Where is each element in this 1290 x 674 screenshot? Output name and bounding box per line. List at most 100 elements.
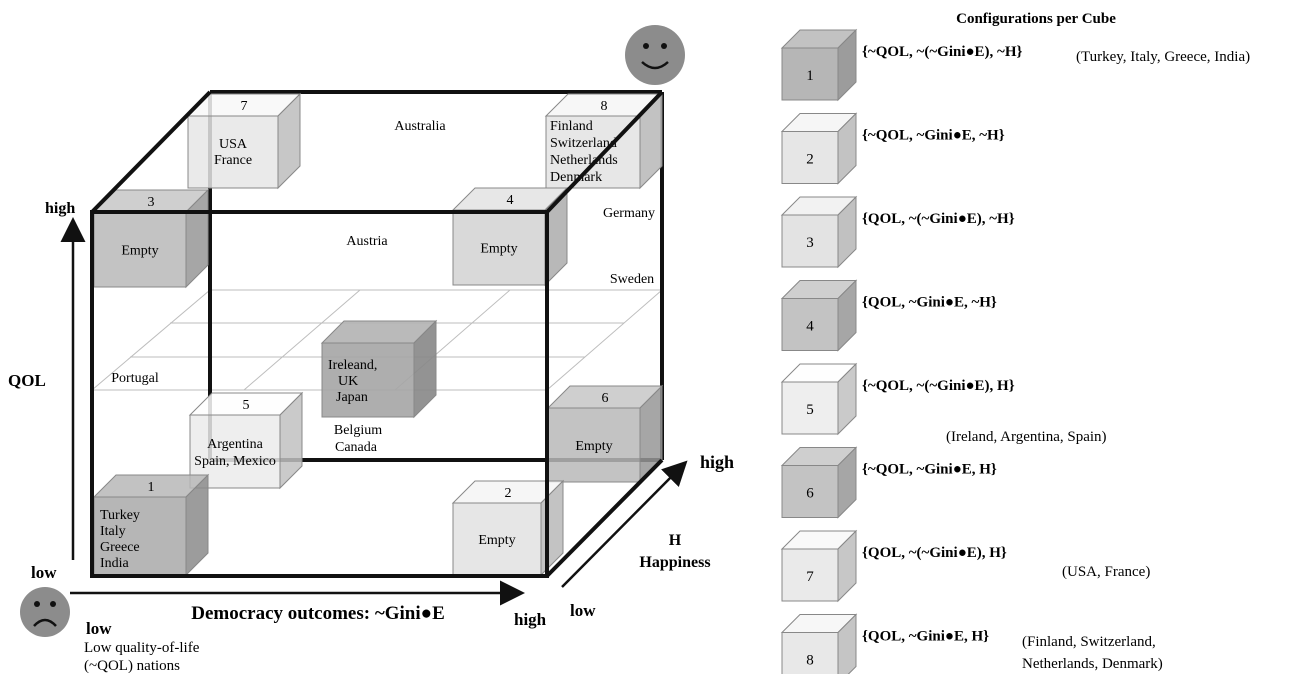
cube-text-line: Empty bbox=[478, 533, 515, 548]
label-germany: Germany bbox=[603, 206, 655, 221]
cube-text-line: India bbox=[100, 556, 130, 571]
legend-cube-number: 1 bbox=[806, 68, 814, 84]
cube-number: 3 bbox=[148, 195, 155, 210]
cube-number: 6 bbox=[602, 391, 609, 406]
legend-list: 1{~QOL, ~(~Gini●E), ~H}2{~QOL, ~Gini●E, … bbox=[780, 28, 1250, 674]
legend-item-1: 1 {~QOL, ~(~Gini●E), ~H} bbox=[780, 28, 1023, 102]
cube-front-face bbox=[781, 47, 839, 101]
legend-cube-number: 2 bbox=[806, 152, 814, 168]
cube-front-face bbox=[781, 632, 839, 674]
cube-front-face bbox=[781, 381, 839, 435]
cube-text-line: Empty bbox=[480, 242, 517, 257]
cube-front-face bbox=[189, 414, 281, 489]
y-axis-label: QOL bbox=[8, 371, 46, 390]
y-axis-high: high bbox=[45, 200, 75, 217]
legend-item-7: 7{QOL, ~(~Gini●E), H} bbox=[780, 529, 1007, 603]
cube-front-face bbox=[781, 214, 839, 268]
cube-text-line: France bbox=[214, 153, 252, 168]
corner-note-line2: (~QOL) nations bbox=[84, 658, 180, 674]
legend-formula: {~QOL, ~Gini●E, H} bbox=[862, 462, 997, 478]
cube-front-face bbox=[545, 115, 641, 189]
cube-text-line: Empty bbox=[121, 244, 158, 259]
legend-cube-number: 3 bbox=[806, 235, 814, 251]
cube-number: 5 bbox=[243, 398, 250, 413]
y-axis-low: low bbox=[31, 563, 57, 582]
corner-note-line1: Low quality-of-life bbox=[84, 640, 200, 656]
cube-front-face bbox=[321, 342, 415, 418]
legend-cube-number: 4 bbox=[806, 319, 814, 335]
legend-title: Configurations per Cube bbox=[956, 11, 1116, 27]
z-axis-high: high bbox=[700, 452, 734, 472]
cube-text-line: Spain, Mexico bbox=[194, 454, 276, 469]
label-australia: Australia bbox=[394, 119, 446, 134]
legend-cube-number: 8 bbox=[806, 653, 814, 669]
legend-countries: (Turkey, Italy, Greece, India) bbox=[1076, 49, 1250, 65]
cube-text-line: Argentina bbox=[207, 437, 264, 452]
legend-item-4: 4 {QOL, ~Gini●E, ~H} bbox=[780, 279, 997, 352]
x-axis-label: Democracy outcomes: ~Gini●E bbox=[191, 603, 445, 624]
cube-text-line: Switzerland bbox=[550, 136, 617, 151]
cube-text-line: Ireleand, bbox=[328, 358, 377, 373]
legend-formula: {QOL, ~(~Gini●E), ~H} bbox=[862, 211, 1015, 227]
legend-item-6: 6 {~QOL, ~Gini●E, H} bbox=[780, 446, 997, 519]
legend-item-8: 8 {QOL, ~Gini●E, H} bbox=[780, 613, 989, 674]
legend-cube-number: 6 bbox=[806, 486, 814, 502]
cube-front-face bbox=[187, 115, 279, 189]
legend-formula: {QOL, ~Gini●E, ~H} bbox=[862, 295, 997, 311]
legend-item-2: 2{~QOL, ~Gini●E, ~H} bbox=[780, 112, 1005, 185]
cube-text-line: Italy bbox=[100, 524, 126, 539]
cube-front-face bbox=[781, 131, 839, 184]
label-portugal: Portugal bbox=[111, 371, 159, 386]
cube-number: 2 bbox=[505, 486, 512, 501]
legend-formula: {QOL, ~Gini●E, H} bbox=[862, 629, 989, 645]
label-austria: Austria bbox=[346, 234, 388, 249]
legend-item-3: 3 {QOL, ~(~Gini●E), ~H} bbox=[780, 195, 1015, 269]
legend-formula: {~QOL, ~(~Gini●E), H} bbox=[862, 378, 1015, 394]
z-axis-low: low bbox=[570, 601, 596, 620]
cube-number: 4 bbox=[507, 193, 514, 208]
cube-text-line: Japan bbox=[336, 390, 368, 405]
cube-text-line: UK bbox=[338, 374, 358, 389]
cube-front-face bbox=[781, 465, 839, 518]
x-axis-low: low bbox=[86, 619, 112, 638]
cube-text-line: USA bbox=[219, 137, 248, 152]
legend-cube-number: 5 bbox=[806, 402, 814, 418]
cube-text-line: Netherlands bbox=[550, 153, 618, 168]
x-axis-high: high bbox=[514, 610, 547, 629]
cube-front-face bbox=[781, 548, 839, 602]
cube-front-face bbox=[452, 502, 542, 576]
cube-text-line: Turkey bbox=[100, 508, 140, 523]
cube-text-line: Greece bbox=[100, 540, 140, 555]
legend-countries: (Ireland, Argentina, Spain) bbox=[946, 429, 1107, 445]
z-axis-arrow bbox=[561, 460, 688, 588]
label-belgium: Belgium bbox=[334, 423, 382, 438]
cube-number: 1 bbox=[148, 480, 155, 495]
label-sweden: Sweden bbox=[610, 272, 654, 287]
cube-front-face bbox=[781, 298, 839, 351]
cube-text-line: Empty bbox=[575, 439, 612, 454]
axis-lines bbox=[60, 217, 688, 606]
cube-text-line: Finland bbox=[550, 119, 593, 134]
sad-face-icon bbox=[20, 587, 70, 637]
legend-countries: (USA, France) bbox=[1062, 564, 1150, 580]
cube-front-face bbox=[547, 407, 641, 483]
label-canada: Canada bbox=[335, 440, 378, 455]
legend-countries: (Finland, Switzerland, bbox=[1022, 634, 1156, 650]
z-axis-label: H bbox=[669, 532, 682, 549]
legend-formula: {QOL, ~(~Gini●E), H} bbox=[862, 545, 1007, 561]
legend-item-5: 5 {~QOL, ~(~Gini●E), H} bbox=[780, 362, 1015, 436]
cube-number: 7 bbox=[241, 99, 248, 114]
legend-formula: {~QOL, ~(~Gini●E), ~H} bbox=[862, 44, 1023, 60]
happy-face-icon bbox=[625, 25, 685, 85]
big-cube-front-edges bbox=[90, 90, 664, 578]
